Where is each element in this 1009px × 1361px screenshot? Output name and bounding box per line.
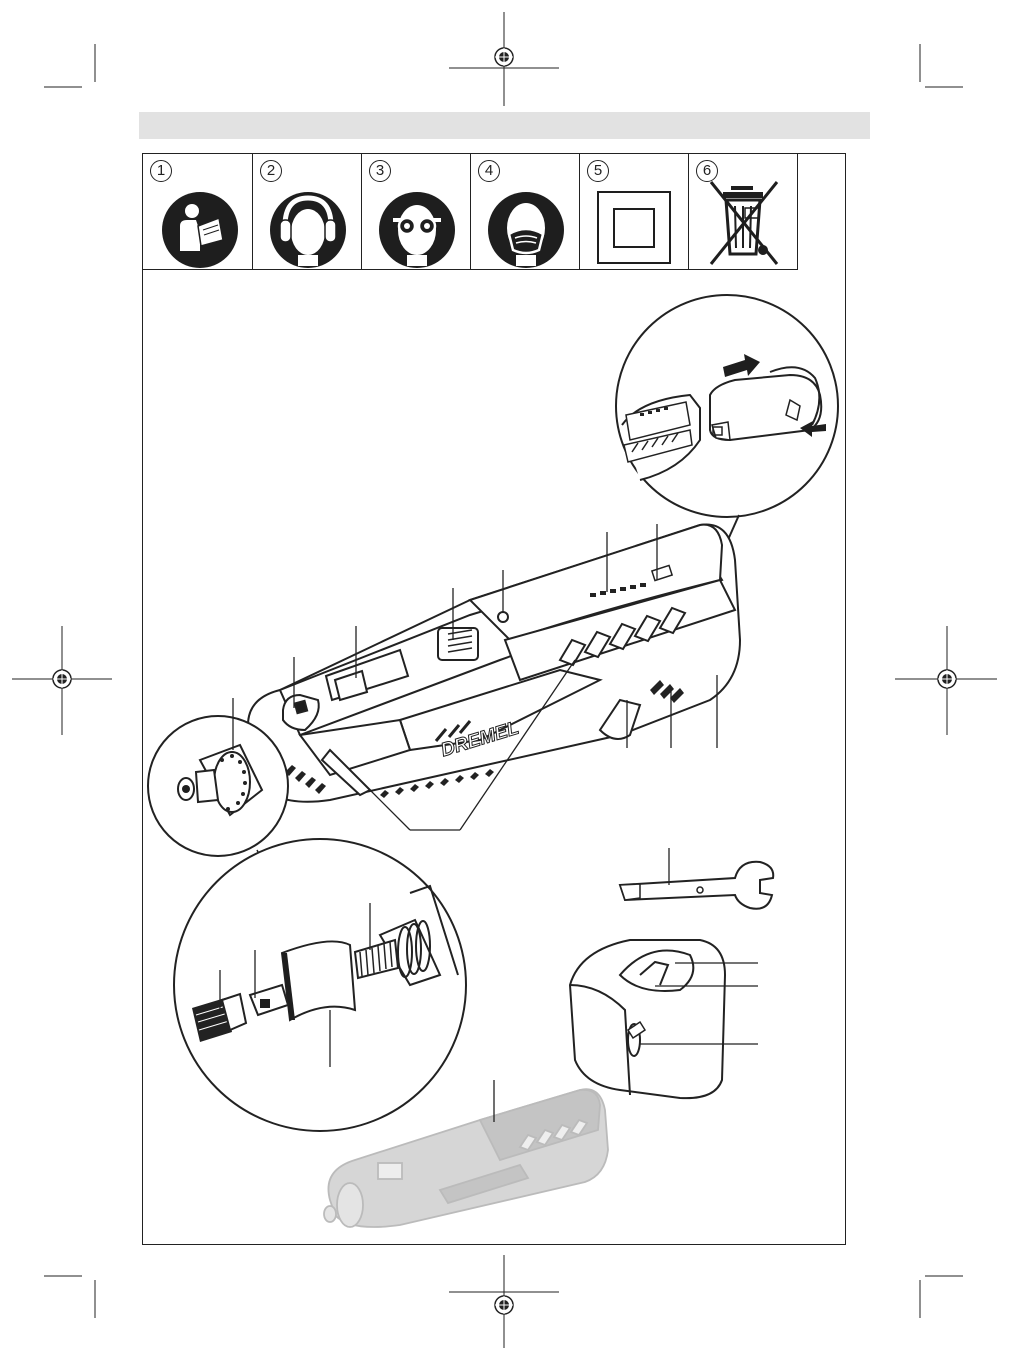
- battery-detail-circle: [616, 295, 838, 560]
- charge-indicator-light: [498, 612, 508, 622]
- wrench: [620, 862, 773, 909]
- collet-nut-detail-circle: [148, 716, 288, 860]
- charging-base: [570, 940, 725, 1098]
- rotary-tool: DREMEL: [248, 524, 740, 801]
- collet-exploded-detail-circle: [174, 839, 466, 1131]
